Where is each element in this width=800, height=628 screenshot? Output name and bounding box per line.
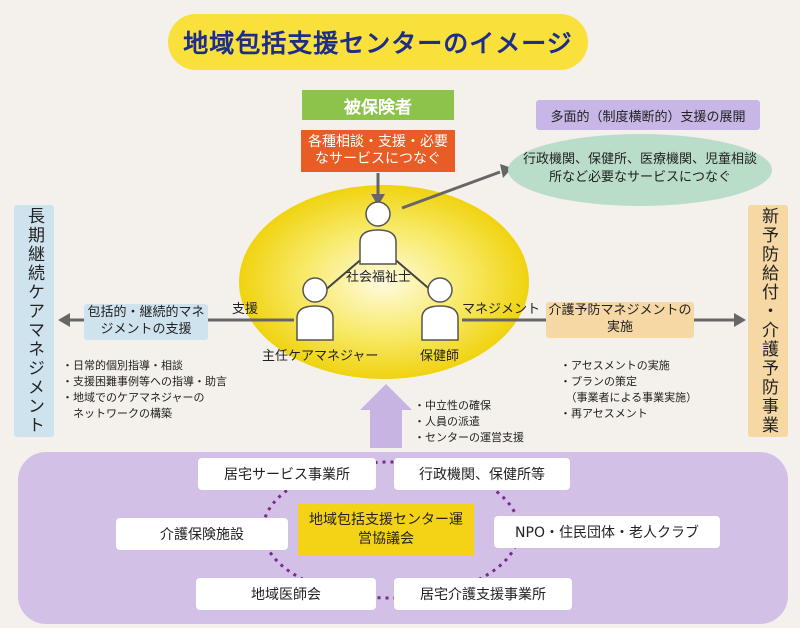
- nurse-label: 保健師: [420, 349, 460, 364]
- support-label: 支援: [232, 302, 259, 317]
- diag-arrow: [401, 170, 501, 210]
- left-note: ネットワークの構築: [62, 406, 172, 420]
- right-note: ・再アセスメント: [560, 406, 648, 420]
- member-admin: 行政機関、保健所等: [394, 458, 570, 490]
- left-arrow-head: [58, 313, 70, 327]
- social-worker-label: 社会福祉士: [346, 270, 412, 285]
- center-notes: ・中立性の確保 ・人員の派遣 ・センターの運営支援: [414, 398, 524, 446]
- right-arrow-head: [734, 313, 746, 327]
- down-arrow-head: [371, 194, 385, 206]
- left-notes: ・日常的個別指導・相談 ・支援困難事例等への指導・助言 ・地域でのケアマネジャー…: [62, 358, 227, 422]
- multi-ellipse: [508, 134, 772, 206]
- new-prevention-label: 新予防給付・介護予防事業: [748, 205, 788, 437]
- prevention-management-box: 介護予防マネジメントの実施: [546, 302, 694, 338]
- center-note: ・センターの運営支援: [414, 430, 524, 444]
- left-note: ・支援困難事例等への指導・助言: [62, 374, 227, 388]
- member-home-service: 居宅サービス事業所: [198, 458, 376, 490]
- right-note: （事業者による事業実施）: [560, 390, 698, 404]
- multi-support-text: 行政機関、保健所、医療機関、児童相談所など必要なサービスにつなぐ: [522, 152, 757, 185]
- management-label: マネジメント: [462, 302, 541, 317]
- long-term-care-label: 長期継続ケアマネジメント: [14, 205, 54, 437]
- person-icon-care-manager: [296, 277, 334, 341]
- consultation-box: 各種相談・支援・必要なサービスにつなぐ: [301, 130, 455, 172]
- right-note: ・アセスメントの実施: [560, 359, 670, 372]
- person-icon-social-worker: [359, 201, 397, 265]
- right-note: ・プランの策定: [560, 374, 637, 388]
- right-notes: ・アセスメントの実施 ・プランの策定 （事業者による事業実施） ・再アセスメント: [560, 358, 697, 422]
- insured-box: 被保険者: [302, 90, 454, 120]
- left-note: ・日常的個別指導・相談: [62, 359, 183, 372]
- person-icon-nurse: [421, 277, 459, 341]
- member-care-facility: 介護保険施設: [116, 518, 288, 550]
- center-note: ・中立性の確保: [414, 399, 491, 412]
- member-doctors: 地域医師会: [196, 578, 376, 610]
- care-manager-label: 主任ケアマネジャー: [262, 349, 379, 364]
- up-arrow: [360, 384, 412, 448]
- comprehensive-support-box: 包括的・継続的マネジメントの支援: [84, 304, 208, 340]
- left-note: ・地域でのケアマネジャーの: [62, 390, 205, 404]
- center-note: ・人員の派遣: [414, 414, 480, 428]
- member-npo: NPO・住民団体・老人クラブ: [494, 516, 720, 548]
- multi-support-header: 多面的（制度横断的）支援の展開: [536, 100, 760, 130]
- operations-council: 地域包括支援センター運営協議会: [298, 504, 474, 556]
- diagram-title: 地域包括支援センターのイメージ: [168, 14, 588, 70]
- member-home-care-support: 居宅介護支援事業所: [394, 578, 572, 610]
